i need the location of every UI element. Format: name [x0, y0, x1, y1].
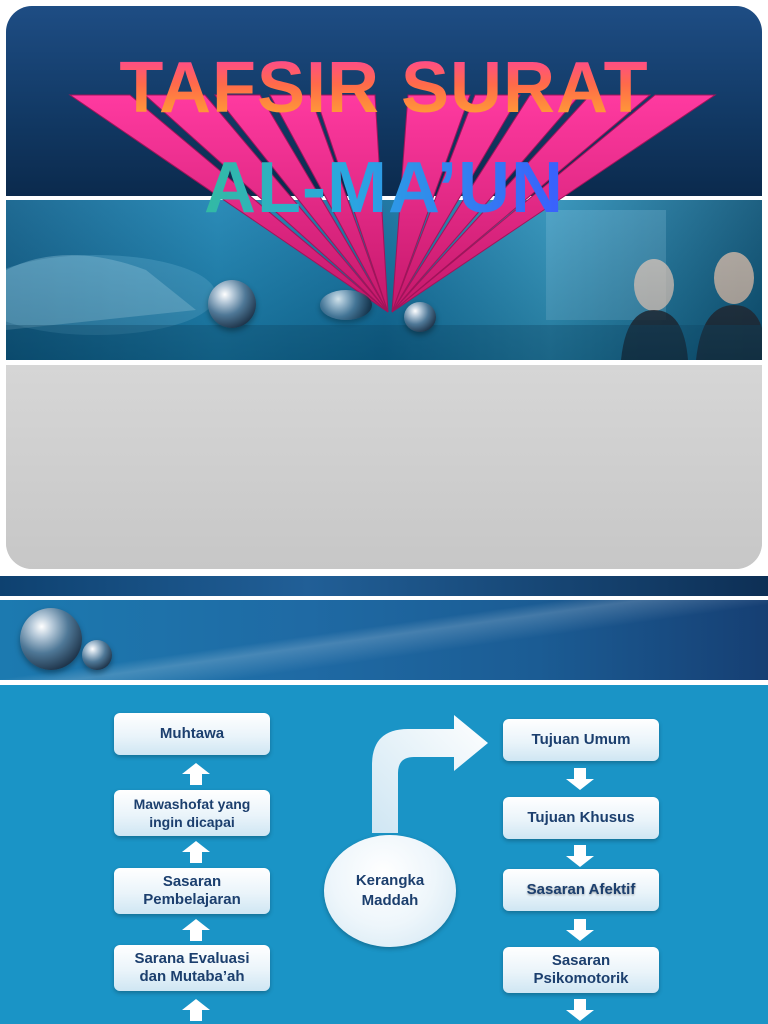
ray: [269, 94, 389, 313]
down-arrow-icon: [566, 919, 594, 941]
ray: [391, 94, 471, 313]
up-arrow-icon: [182, 999, 210, 1021]
glass-sphere-icon: [320, 290, 372, 320]
bar-gap: [0, 596, 768, 600]
header-divider: [6, 196, 762, 200]
box-tujuan-khusus: Tujuan Khusus: [503, 797, 659, 839]
box-sasaran-psikomotorik: Sasaran Psikomotorik: [503, 947, 659, 993]
up-arrow-icon: [182, 841, 210, 863]
down-arrow-icon: [566, 845, 594, 867]
ray: [68, 94, 389, 313]
diagram-slide: Muhtawa Mawashofat yang ingin dicapai Sa…: [0, 576, 768, 1024]
ray: [143, 94, 389, 313]
ray: [391, 94, 652, 313]
ray: [314, 94, 389, 313]
ray: [213, 94, 389, 313]
box-tujuan-umum: Tujuan Umum: [503, 719, 659, 761]
glass-sphere-icon: [82, 640, 112, 670]
title-line-1: TAFSIR SURAT: [0, 48, 768, 128]
title-line-2: AL-MA’UN: [0, 148, 768, 228]
header-sweep: [0, 600, 768, 680]
photo-divider: [6, 360, 762, 365]
down-arrow-icon: [566, 999, 594, 1021]
header-divider: [0, 680, 768, 685]
box-sarana-evaluasi: Sarana Evaluasi dan Mutaba’ah: [114, 945, 270, 991]
ray: [391, 94, 717, 313]
circle-kerangka-maddah: Kerangka Maddah: [324, 835, 456, 947]
box-sasaran-pembelajaran: Sasaran Pembelajaran: [114, 868, 270, 914]
box-sasaran-afektif: Sasaran Afektif: [503, 869, 659, 911]
office-photo-strip: [6, 200, 762, 360]
diagram-header-band: [0, 600, 768, 680]
gray-content-panel: [6, 365, 762, 569]
center-label: Kerangka Maddah: [355, 872, 425, 909]
box-mawashofat: Mawashofat yang ingin dicapai: [114, 790, 270, 836]
glass-sphere-icon: [208, 280, 256, 328]
up-arrow-icon: [182, 919, 210, 941]
sunburst-rays: [68, 94, 717, 313]
ray: [391, 94, 521, 313]
up-arrow-icon: [182, 763, 210, 785]
box-muhtawa: Muhtawa: [114, 713, 270, 755]
glass-sphere-icon: [20, 608, 82, 670]
down-arrow-icon: [566, 768, 594, 790]
office-photo-illustration: [6, 210, 762, 360]
ray: [391, 94, 582, 313]
glass-sphere-icon: [404, 302, 436, 332]
bent-arrow-icon: [372, 715, 488, 833]
top-bar: [0, 576, 768, 596]
